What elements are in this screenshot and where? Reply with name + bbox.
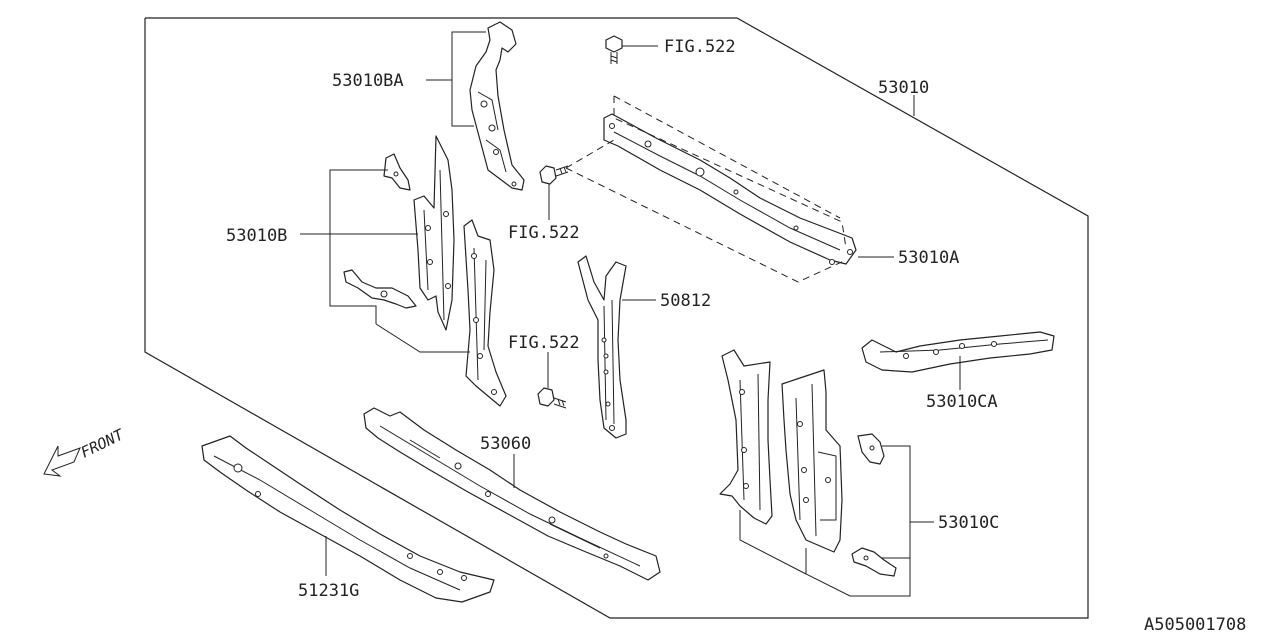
part-50812[interactable] [577, 255, 627, 439]
leader-53010B-base [375, 323, 470, 353]
label-51231G: 51231G [298, 581, 359, 601]
label-53010A: 53010A [898, 248, 959, 268]
label-53060: 53060 [480, 434, 531, 454]
label-50812: 50812 [660, 291, 711, 311]
label-fig-mid: FIG.522 [508, 223, 580, 243]
label-53010CA: 53010CA [926, 392, 998, 412]
part-53010C-bracket-bottom[interactable] [851, 547, 897, 577]
catalog-number: A505001708 [1144, 615, 1246, 635]
leader-53010C-front [739, 510, 807, 575]
part-53010CA[interactable] [861, 331, 1055, 373]
part-53010C-pillar-rear[interactable] [781, 369, 843, 553]
bolt-top[interactable] [605, 35, 623, 64]
label-53010: 53010 [878, 78, 929, 98]
front-arrow-icon [43, 445, 81, 477]
part-53010C-bracket-top[interactable] [857, 433, 885, 465]
part-53060[interactable] [363, 407, 661, 581]
leader-53010B-group [329, 169, 388, 324]
label-fig-center: FIG.522 [508, 333, 580, 353]
part-53010A[interactable] [603, 113, 857, 265]
part-53010BA[interactable] [469, 21, 525, 191]
part-53010B-bracket-top[interactable] [383, 153, 411, 191]
label-53010C: 53010C [938, 513, 999, 533]
part-53010B-pillar[interactable] [413, 135, 455, 331]
label-53010BA: 53010BA [332, 71, 404, 91]
part-53010B-bracket-bottom[interactable] [343, 269, 417, 309]
bolt-center[interactable] [537, 387, 567, 409]
dashed-assembly-lines [565, 95, 847, 283]
part-53010C-pillar-front[interactable] [719, 349, 773, 525]
bolt-mid[interactable] [539, 165, 569, 185]
part-53010B-pillar-rear[interactable] [463, 219, 507, 407]
assembly-frame [144, 17, 1089, 619]
label-fig-top: FIG.522 [664, 37, 736, 57]
label-53010B: 53010B [226, 226, 287, 246]
leader-53010BA [451, 31, 486, 127]
leader-53010C-group [805, 445, 911, 597]
front-direction-label: FRONT [78, 425, 127, 461]
part-51231G[interactable] [201, 435, 495, 603]
